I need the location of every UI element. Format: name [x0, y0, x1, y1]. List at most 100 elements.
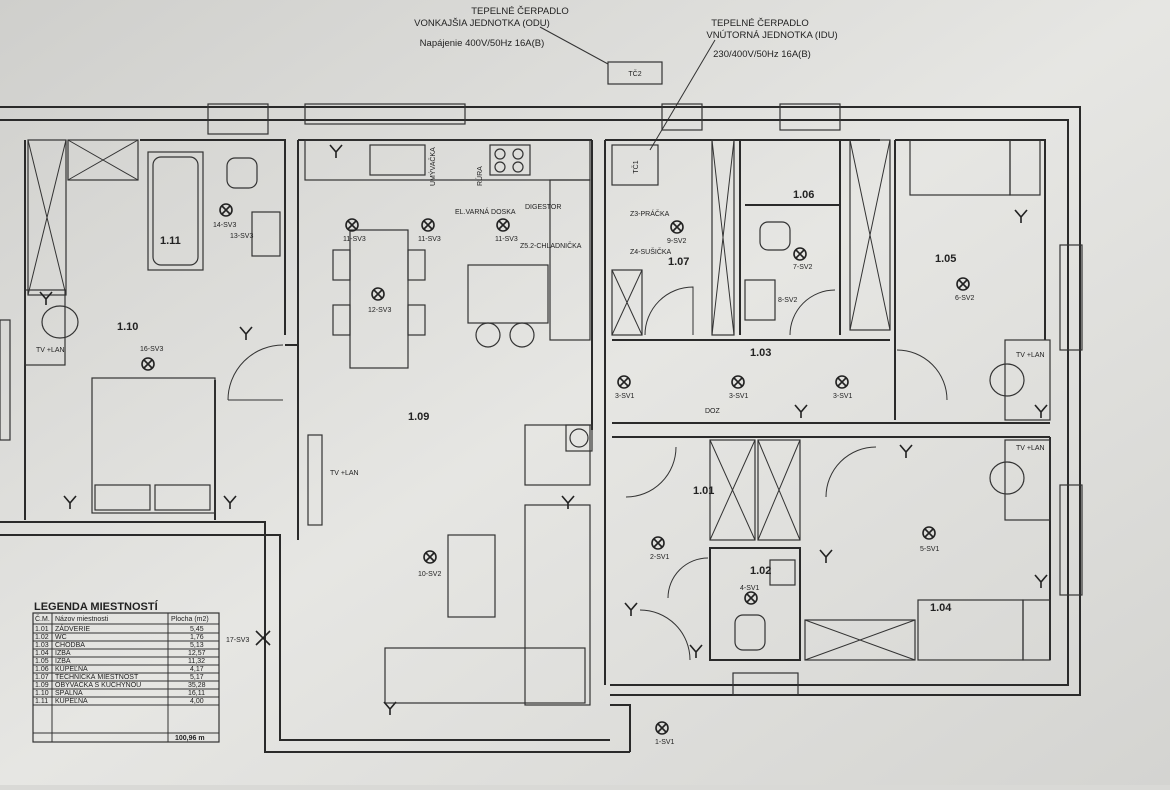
outlet-icon: [63, 495, 77, 509]
legend-cell: 1.11: [35, 698, 48, 705]
equipment-label: TV +LAN: [1016, 445, 1045, 452]
equipment-label: TV +LAN: [36, 347, 65, 354]
light-label: 8-SV2: [778, 297, 798, 304]
legend-header-number: Č.M.: [35, 614, 50, 623]
outlet-icon: [561, 495, 575, 509]
legend-header-area: Plocha (m2): [171, 616, 209, 623]
legend-total: 100,96 m: [175, 735, 205, 742]
kitchen-island: [467, 264, 549, 324]
window: [732, 672, 799, 696]
light-label: 1-SV1: [655, 739, 675, 746]
light-label: 5-SV1: [920, 546, 940, 553]
room-1-07: 1.07: [668, 256, 689, 268]
light-label: 14-SV3: [213, 222, 236, 229]
outlet-icon: [1014, 209, 1028, 223]
window: [207, 103, 269, 135]
washbasin: [744, 279, 776, 321]
legend-table: [32, 612, 220, 743]
legend-title: LEGENDA MIESTNOSTÍ: [34, 600, 159, 613]
outlet-symbols: [39, 144, 1048, 715]
light-icon: [421, 218, 435, 232]
room-labels: 1.01 1.02 1.03 1.04 1.05 1.06 1.07 1.09 …: [117, 189, 956, 614]
outlet-icon: [624, 602, 638, 616]
room-1-06: 1.06: [793, 189, 814, 201]
window: [304, 103, 466, 125]
legend-cell: 1.06: [35, 666, 49, 673]
furniture: TČ1: [24, 139, 1051, 706]
room-1-05: 1.05: [935, 253, 956, 265]
toilet: [734, 614, 766, 651]
equipment-labels: Z3-PRÁČKA Z4-SUŠIČKA Z5.2-CHLADNIČKA EL.…: [36, 147, 1045, 477]
outlet-icon: [39, 291, 53, 305]
light-label: 4-SV1: [740, 585, 760, 592]
legend-cell: IZBA: [55, 658, 71, 665]
light-label: 3-SV1: [615, 393, 635, 400]
light-label: 11-SV3: [495, 236, 518, 243]
legend-cell: 1.05: [35, 658, 49, 665]
office-chair: [989, 363, 1025, 397]
legend-cell: 1.03: [35, 642, 49, 649]
room-1-10: 1.10: [117, 321, 138, 333]
legend-cell: 35,28: [188, 682, 206, 689]
legend-cell: 1.04: [35, 650, 49, 657]
outlet-icon: [329, 144, 343, 158]
room-1-03: 1.03: [750, 347, 771, 359]
legend-cell: 5,45: [190, 626, 204, 633]
toilet: [759, 221, 791, 251]
idu-note: TEPELNÉ ČERPADLO VNÚTORNÁ JEDNOTKA (IDU)…: [649, 18, 838, 151]
legend-cell: 16,11: [188, 690, 205, 697]
light-fixtures: 1-SV1 2-SV1 3-SV1 3-SV1 3-SV1 4-SV1 5-SV…: [140, 203, 975, 746]
outlet-icon: [223, 495, 237, 509]
light-icon: [423, 550, 437, 564]
room-1-11: 1.11: [160, 235, 181, 247]
light-icon: [219, 203, 233, 217]
light-icon: [670, 220, 684, 234]
legend-cell: 1.09: [35, 682, 49, 689]
equipment-label: Z5.2-CHLADNIČKA: [520, 241, 582, 250]
tv-unit: [307, 434, 323, 526]
legend-cell: 5,17: [190, 674, 204, 681]
light-label: 10-SV2: [418, 571, 441, 578]
idu-note-line-1: TEPELNÉ ČERPADLO: [711, 18, 809, 29]
light-label: 11-SV3: [343, 236, 366, 243]
light-icon: [655, 721, 669, 735]
light-label: 9-SV2: [667, 238, 687, 245]
light-label: 17-SV3: [226, 637, 249, 644]
window: [779, 103, 841, 131]
equipment-label: DIGESTOR: [525, 204, 561, 211]
coffee-table: [447, 534, 496, 618]
equipment-label: TV +LAN: [330, 470, 359, 477]
bed: [91, 377, 216, 514]
light-label: 3-SV1: [833, 393, 853, 400]
legend-cell: 4,17: [190, 666, 204, 673]
room-1-09: 1.09: [408, 411, 429, 423]
light-icon: [793, 247, 807, 261]
odu-note-line-3: Napájenie 400V/50Hz 16A(B): [420, 38, 545, 49]
legend-cell: ZÁDVERIE: [55, 624, 90, 633]
doors: [227, 286, 948, 661]
odu-note-line-1: TEPELNÉ ČERPADLO: [471, 6, 569, 17]
light-icon: [345, 218, 359, 232]
legend-cell: WC: [55, 634, 67, 641]
legend-cell: 1.07: [35, 674, 49, 681]
light-label: 3-SV1: [729, 393, 749, 400]
outlet-icon: [819, 549, 833, 563]
legend-cell: 1,76: [190, 634, 204, 641]
legend-cell: 5,13: [190, 642, 204, 649]
light-icon: [835, 375, 849, 389]
sofa: [524, 504, 591, 706]
idu-note-line-2: VNÚTORNÁ JEDNOTKA (IDU): [706, 30, 837, 41]
equipment-label: Z3-PRÁČKA: [630, 209, 670, 218]
equipment-label: TV +LAN: [1016, 352, 1045, 359]
legend-cell: 1.02: [35, 634, 49, 641]
light-icon: [255, 630, 271, 646]
tc2-unit: [607, 61, 663, 85]
legend-header-name: Názov miestnosti: [55, 616, 109, 623]
light-icon: [956, 277, 970, 291]
room-1-02: 1.02: [750, 565, 771, 577]
window: [1059, 484, 1083, 596]
room-legend: LEGENDA MIESTNOSTÍ Č.M. Názov miestnosti…: [32, 600, 220, 743]
room-1-01: 1.01: [693, 485, 714, 497]
